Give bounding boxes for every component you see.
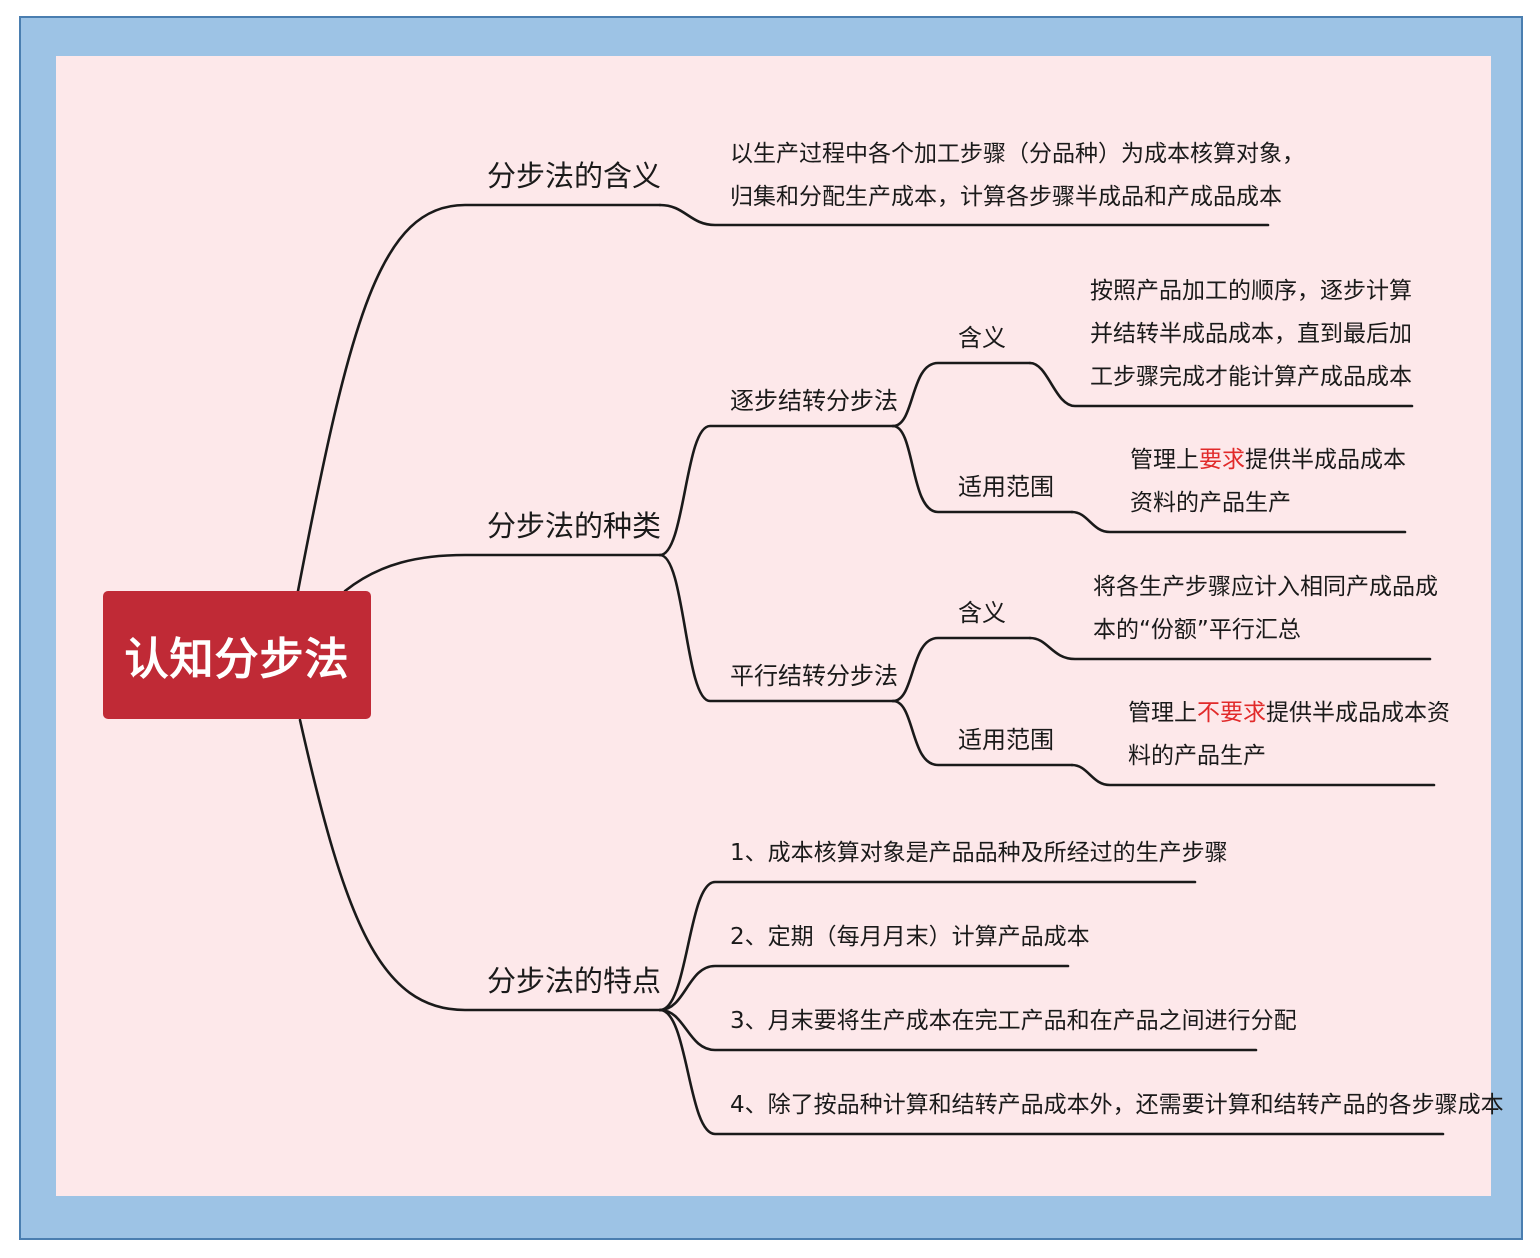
feature-item-2: 2、定期（每月月末）计算产品成本 (730, 924, 1090, 950)
sequential-scope-line2: 资料的产品生产 (1130, 490, 1291, 516)
sequential-meaning-line2: 并结转半成品成本，直到最后加 (1090, 321, 1412, 347)
sequential-meaning-label: 含义 (958, 324, 1006, 352)
parallel-method-label: 平行结转分步法 (730, 662, 898, 690)
meaning-desc-line2: 归集和分配生产成本，计算各步骤半成品和产成品成本 (730, 184, 1282, 210)
connector-feature-2 (658, 964, 1070, 1012)
connector-types-parallel (658, 553, 895, 703)
root-node: 认知分步法 (103, 591, 371, 719)
feature-item-4: 4、除了按品种计算和结转产品成本外，还需要计算和结转产品的各步骤成本 (730, 1092, 1504, 1118)
connector-seq-scope (891, 424, 1074, 514)
scope-highlight: 不要求 (1197, 700, 1266, 726)
feature-item-3: 3、月末要将生产成本在完工产品和在产品之间进行分配 (730, 1008, 1297, 1034)
sequential-meaning-line1: 按照产品加工的顺序，逐步计算 (1090, 278, 1412, 304)
connector-par-scope (891, 699, 1074, 767)
connector-par-scope-desc (1070, 763, 1436, 787)
sequential-scope-line1: 管理上要求提供半成品成本 (1130, 439, 1406, 482)
connector-par-meaning (891, 636, 1032, 703)
branch-meaning-label: 分步法的含义 (487, 159, 662, 193)
connector-feature-3 (658, 1008, 1258, 1052)
connector-root-features (298, 718, 662, 1012)
sequential-meaning-line3: 工步骤完成才能计算产成品成本 (1090, 364, 1412, 390)
scope-highlight: 要求 (1199, 447, 1245, 473)
scope-text-post: 提供半成品成本 (1245, 447, 1406, 473)
meaning-desc-line1: 以生产过程中各个加工步骤（分品种）为成本核算对象， (730, 141, 1305, 167)
connector-types-sequential (658, 424, 895, 557)
connector-feature-1 (658, 880, 1197, 1012)
connector-seq-meaning (891, 361, 1032, 428)
parallel-scope-line1: 管理上不要求提供半成品成本资 (1128, 692, 1450, 735)
sequential-method-label: 逐步结转分步法 (730, 387, 898, 415)
parallel-scope-line2: 料的产品生产 (1128, 743, 1266, 769)
parallel-meaning-label: 含义 (958, 599, 1006, 627)
parallel-scope-label: 适用范围 (958, 726, 1054, 754)
feature-item-1: 1、成本核算对象是产品品种及所经过的生产步骤 (730, 840, 1228, 866)
scope-text-pre: 管理上 (1128, 700, 1197, 726)
connector-feature-4 (658, 1008, 1445, 1136)
scope-text-post: 提供半成品成本资 (1266, 700, 1450, 726)
connector-seq-meaning-desc (1028, 361, 1414, 408)
branch-features-label: 分步法的特点 (487, 964, 662, 998)
connector-meaning-desc (658, 203, 1270, 227)
scope-text-pre: 管理上 (1130, 447, 1199, 473)
connector-root-meaning (296, 203, 662, 593)
connector-seq-scope-desc (1070, 510, 1407, 534)
parallel-meaning-line1: 将各生产步骤应计入相同产成品成 (1093, 574, 1438, 600)
sequential-scope-label: 适用范围 (958, 473, 1054, 501)
connector-root-types (343, 553, 662, 593)
connector-par-meaning-desc (1028, 636, 1432, 661)
branch-types-label: 分步法的种类 (487, 509, 662, 543)
parallel-meaning-line2: 本的“份额”平行汇总 (1093, 617, 1301, 643)
